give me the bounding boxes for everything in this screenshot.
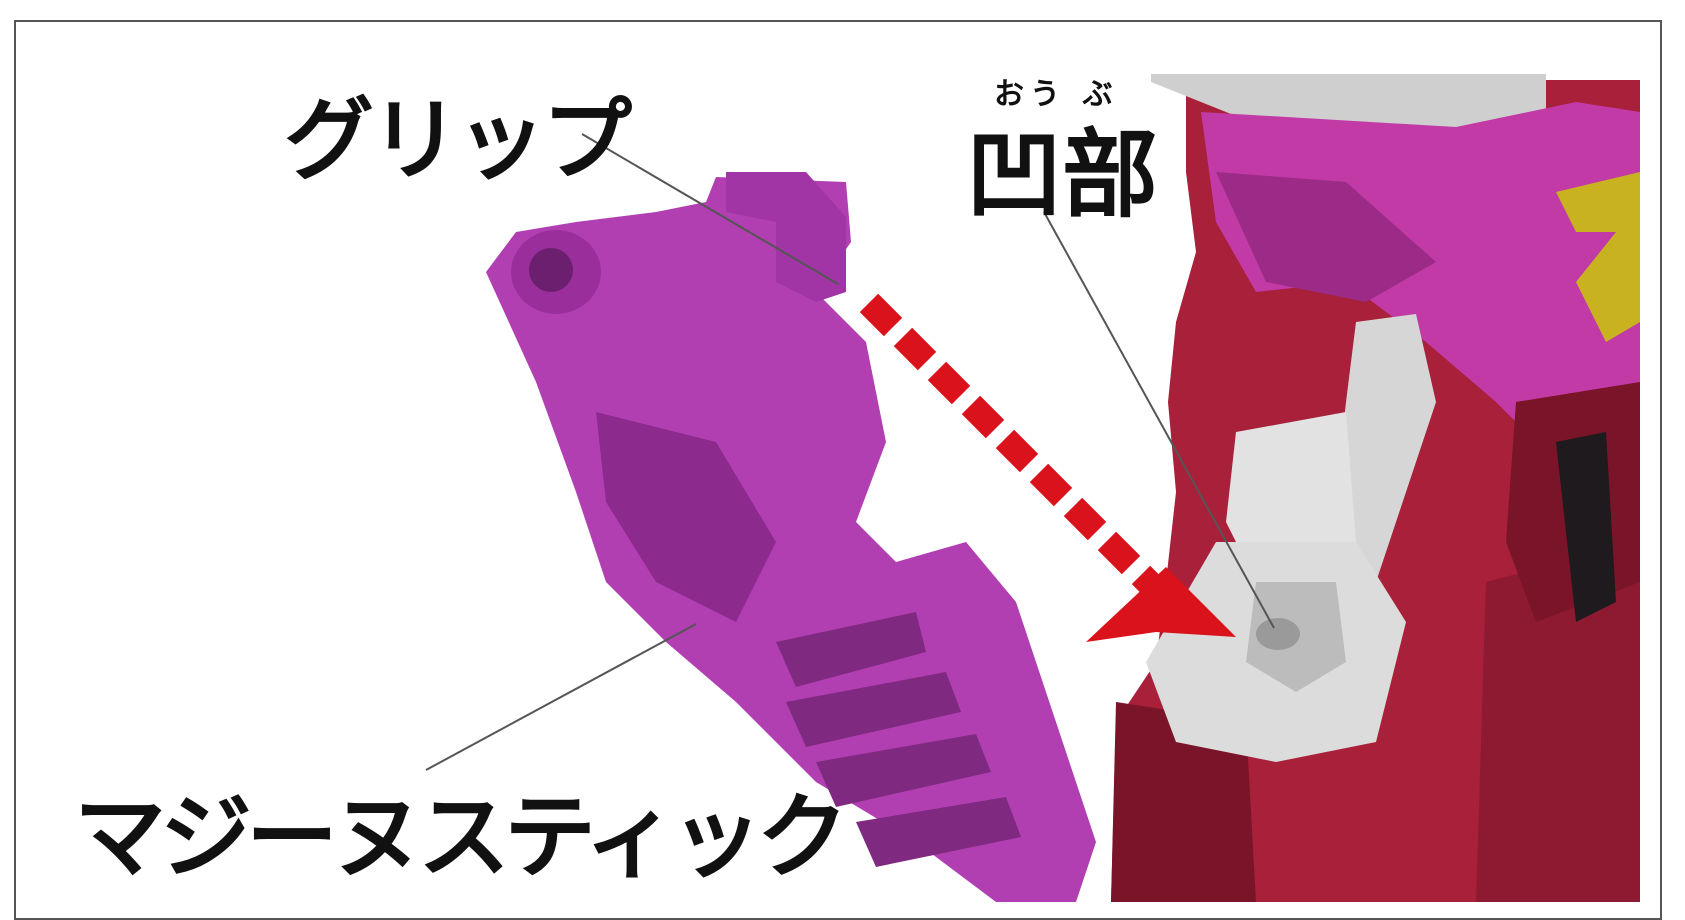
robot-shoulder-block <box>1226 412 1356 582</box>
diagram-frame: グリップ おう ぶ 凹部 マジーヌスティック <box>14 20 1662 920</box>
stick-head <box>486 177 1096 902</box>
robot-black-gap <box>1556 432 1616 622</box>
recess-hole <box>1256 618 1300 650</box>
magine-stick <box>486 172 1096 902</box>
robot-figure <box>1111 74 1640 902</box>
robot-chest-shadow <box>1216 172 1436 302</box>
stick-leader-line <box>425 623 697 771</box>
diagram-artwork <box>425 74 1640 902</box>
stick-shadow <box>596 412 776 622</box>
robot-yellow-accent <box>1556 172 1640 342</box>
stick-label: マジーヌスティック <box>74 784 848 891</box>
recess-leader-line <box>1043 211 1275 629</box>
dashed-arrow-icon <box>859 293 1236 642</box>
stick-knob-hole <box>529 248 573 292</box>
grip-label: グリップ <box>284 88 632 193</box>
stick-ridges <box>776 612 1021 867</box>
stick-grip-tab <box>726 172 846 302</box>
recess-label: 凹部 <box>966 119 1158 231</box>
robot-skirt-right <box>1476 542 1640 902</box>
grip-leader-line <box>581 133 839 285</box>
recess-ruby-label: おう ぶ <box>994 77 1119 112</box>
robot-skirt-left <box>1111 702 1256 902</box>
